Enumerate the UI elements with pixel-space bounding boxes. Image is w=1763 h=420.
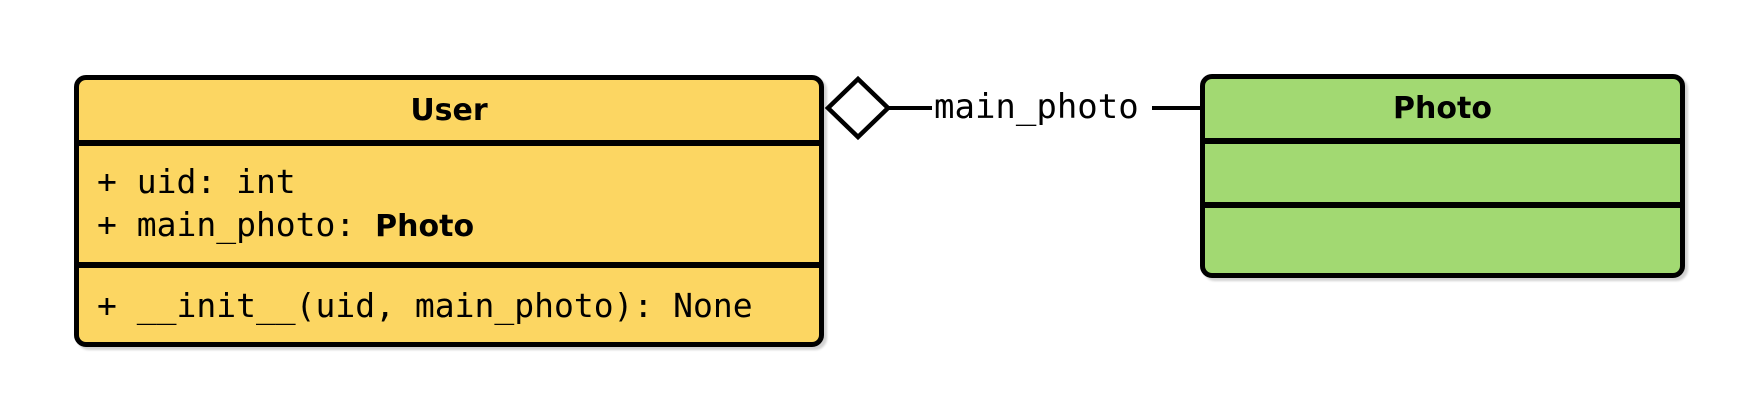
class-box-photo: Photo [1200,74,1685,278]
attribute-text: + main_photo: [97,205,376,244]
attributes-compartment-photo [1205,138,1680,202]
attribute-row: + main_photo: Photo [97,204,809,247]
methods-compartment-user: + __init__(uid, main_photo): None [79,262,819,342]
relationship-label: main_photo [934,87,1139,127]
class-title-photo: Photo [1393,91,1492,126]
class-title-user: User [410,92,488,128]
methods-compartment-photo [1205,202,1680,273]
method-row: + __init__(uid, main_photo): None [97,285,753,325]
aggregation-diamond-icon [824,75,892,141]
attribute-text: + uid: int [97,162,296,201]
attribute-row: + uid: int [97,161,809,204]
attribute-type-bold: Photo [375,209,475,244]
attributes-compartment-user: + uid: int + main_photo: Photo [79,140,819,262]
class-box-user: User + uid: int + main_photo: Photo + __… [74,75,824,347]
